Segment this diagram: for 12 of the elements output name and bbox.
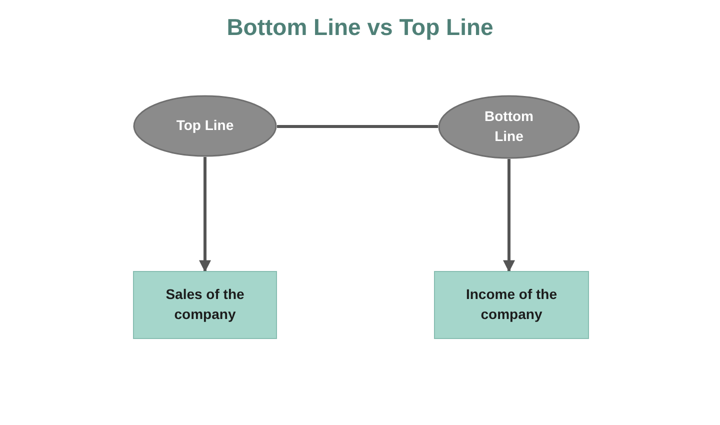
ellipse-node [133,95,277,157]
diagram-title: Bottom Line vs Top Line [226,14,494,40]
connector-line [277,125,438,128]
arrow [199,157,211,272]
node-label: Top Line [176,116,234,136]
node-label: Sales of the company [164,285,246,324]
arrow [503,159,515,272]
process-box [133,271,277,339]
node-label: Income of the company [464,285,558,324]
process-box [434,271,589,339]
node-label: Bottom Line [484,107,534,146]
ellipse-node [438,95,580,159]
